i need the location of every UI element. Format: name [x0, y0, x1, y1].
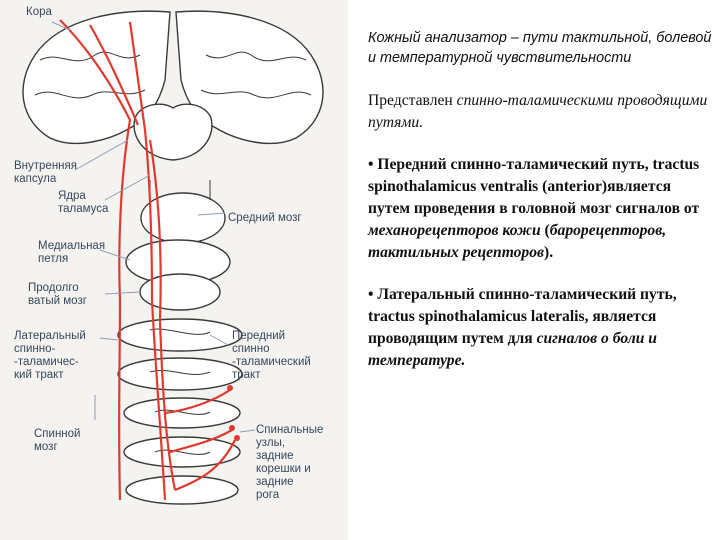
neuroanatomy-figure: Кора Внутренняя капсула Ядра таламуса Ср… — [0, 0, 348, 540]
intro-paragraph: Представлен спинно-таламическими проводя… — [368, 90, 712, 134]
label-midbrain: Средний мозг — [228, 212, 302, 224]
spinal-section — [117, 318, 243, 352]
slide-title: Кожный анализатор – пути тактильной, бол… — [368, 30, 712, 66]
label-anterior-tract: Передний спинно -таламический тракт — [232, 330, 311, 381]
spinal-section — [117, 357, 243, 391]
text-panel: Кожный анализатор – пути тактильной, бол… — [368, 28, 712, 392]
intro-text: Представлен — [368, 92, 457, 109]
spinal-section — [123, 397, 241, 429]
label-thalamic-nuclei: Ядра таламуса — [58, 190, 109, 215]
pathway-diagram — [22, 10, 324, 505]
dorsal-root — [169, 429, 233, 454]
label-medulla: Продолго ватый мозг — [28, 282, 87, 307]
lateral-tract-paragraph: • Латеральный спинно-таламический путь, … — [368, 284, 712, 372]
p1-emphasis: механорецепторов кожи — [368, 222, 541, 239]
label-lateral-tract: Латеральный спинно- -таламичес- кий трак… — [14, 330, 86, 381]
dorsal-root — [174, 439, 236, 492]
dorsal-root — [164, 389, 231, 415]
p1-receptors: барорецепторов, тактильных рецепторов — [368, 222, 667, 261]
medial-lemniscus-fiber — [148, 139, 177, 491]
p2-text: • Латеральный спинно-таламический путь, … — [368, 286, 677, 347]
lateral-pathway — [59, 19, 132, 501]
cortex-fiber — [128, 21, 147, 131]
midbrain-section — [140, 192, 226, 244]
label-spinal-ganglia: Спинальные узлы, задние корешки и задние… — [256, 424, 324, 501]
p1-paren-close: ). — [544, 244, 554, 261]
p1-text: • Передний спинно-таламический путь, tra… — [368, 156, 700, 217]
intro-emphasis: спинно-таламическими проводящими путями. — [368, 92, 708, 131]
spinal-section — [125, 475, 239, 505]
label-medial-lemniscus: Медиальная петля — [38, 240, 106, 265]
anterior-pathway — [143, 129, 167, 501]
p2-emphasis: сигналов о боли и температуре. — [368, 330, 657, 369]
cortex-fiber — [89, 24, 140, 126]
label-spinal-cord: Спинной мозг — [34, 428, 81, 453]
label-internal-capsule: Внутренняя капсула — [14, 160, 77, 185]
label-cortex: Кора — [26, 6, 52, 18]
thalamus — [133, 103, 213, 161]
anterior-tract-paragraph: • Передний спинно-таламический путь, tra… — [368, 154, 712, 264]
p1-paren-open: ( — [540, 222, 550, 239]
